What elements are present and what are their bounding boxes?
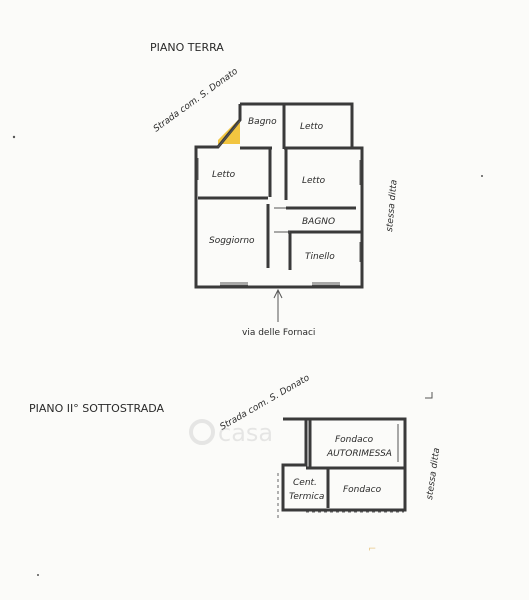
room-soggiorno: Soggiorno <box>209 236 255 246</box>
room-letto-top: Letto <box>300 122 324 132</box>
room-tinello: Tinello <box>305 252 335 262</box>
room-termica: Termica <box>289 492 324 502</box>
scan-mark: ⌐ <box>368 544 376 555</box>
room-fondaco-top: Fondaco <box>335 435 374 445</box>
room-bagno-small: Bagno <box>248 117 277 127</box>
scan-specks <box>12 135 483 576</box>
room-fondaco-bottom: Fondaco <box>343 485 382 495</box>
ground-floor-title: PIANO TERRA <box>150 41 224 54</box>
room-bagno-big: BAGNO <box>302 217 335 227</box>
ground-street-label: Strada com. S. Donato <box>152 66 240 134</box>
room-cent: Cent. <box>293 478 317 488</box>
basement-side-label: stessa ditta <box>425 447 442 500</box>
ground-floor-plan: Bagno Letto Letto Letto BAGNO Soggiorno … <box>194 102 364 322</box>
basement-floor-plan: Fondaco AUTORIMESSA Cent. Termica Fondac… <box>277 417 407 518</box>
ground-side-label: stessa ditta <box>385 179 400 232</box>
basement-floor-title: PIANO II° SOTTOSTRADA <box>29 402 165 415</box>
room-autorimessa: AUTORIMESSA <box>326 449 392 459</box>
room-letto-right: Letto <box>302 176 326 186</box>
ground-road-label: via delle Fornaci <box>242 328 315 338</box>
room-letto-left: Letto <box>212 170 236 180</box>
watermark-text: casa <box>218 419 273 447</box>
watermark-logo: casa <box>189 419 273 447</box>
